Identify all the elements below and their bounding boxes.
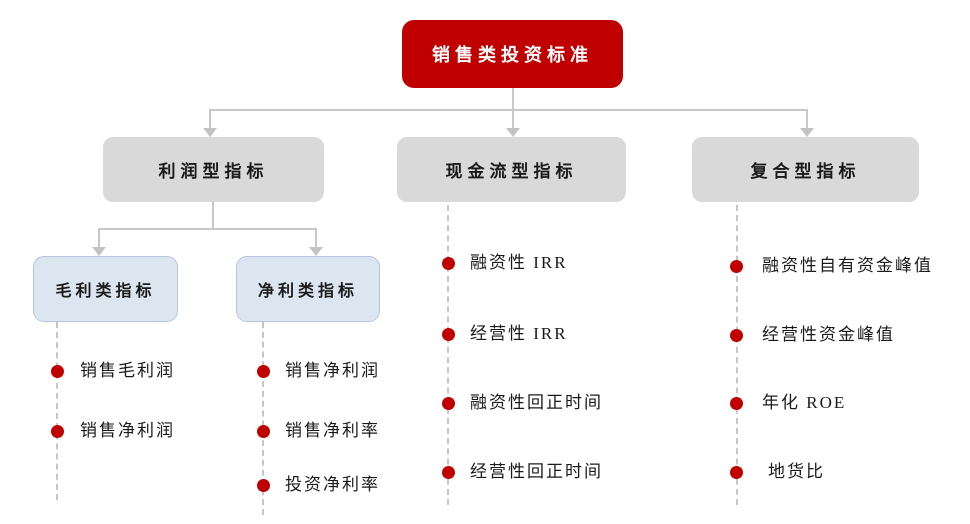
connector-drop-right — [806, 109, 808, 129]
item-label: 经营性回正时间 — [470, 462, 603, 481]
root-node: 销售类投资标准 — [402, 20, 623, 88]
connector-drop-left — [209, 109, 211, 129]
arrow-down-icon — [800, 128, 814, 137]
branch-label: 利润型指标 — [158, 162, 269, 181]
dashed-connector-line — [736, 205, 738, 505]
branch-label: 现金流型指标 — [445, 162, 578, 181]
bullet-icon — [51, 365, 64, 378]
arrow-down-icon — [203, 128, 217, 137]
sub-node-net-profit: 净利类指标 — [236, 256, 380, 322]
item-label: 融资性回正时间 — [470, 393, 603, 412]
arrow-down-icon — [506, 128, 520, 137]
bullet-icon — [730, 466, 743, 479]
connector-root-stem — [512, 88, 514, 111]
connector-profit-crossbar — [99, 228, 317, 230]
arrow-down-icon — [92, 247, 106, 256]
bullet-icon — [442, 328, 455, 341]
sub-node-label: 净利类指标 — [257, 283, 358, 300]
dashed-connector-line — [447, 205, 449, 505]
connector-drop-net — [315, 228, 317, 248]
item-label: 投资净利率 — [285, 475, 380, 494]
branch-node-profit: 利润型指标 — [103, 137, 324, 202]
item-label: 融资性自有资金峰值 — [762, 256, 933, 275]
item-label: 销售净利润 — [80, 421, 175, 440]
connector-profit-stem — [212, 202, 214, 230]
branch-node-composite: 复合型指标 — [692, 137, 919, 202]
bullet-icon — [442, 397, 455, 410]
bullet-icon — [442, 466, 455, 479]
dashed-connector-line — [56, 322, 58, 500]
bullet-icon — [257, 425, 270, 438]
connector-drop-center — [512, 109, 514, 129]
connector-root-crossbar — [210, 109, 808, 111]
bullet-icon — [730, 397, 743, 410]
branch-node-cashflow: 现金流型指标 — [397, 137, 626, 202]
sub-node-label: 毛利类指标 — [55, 283, 156, 300]
item-label: 销售净利率 — [285, 421, 380, 440]
arrow-down-icon — [309, 247, 323, 256]
item-label: 经营性资金峰值 — [762, 325, 895, 344]
bullet-icon — [257, 365, 270, 378]
bullet-icon — [257, 479, 270, 492]
bullet-icon — [730, 329, 743, 342]
root-label: 销售类投资标准 — [432, 45, 593, 65]
connector-drop-gross — [98, 228, 100, 248]
branch-label: 复合型指标 — [750, 162, 861, 181]
item-label: 销售净利润 — [285, 361, 380, 380]
dashed-connector-line — [262, 322, 264, 515]
bullet-icon — [51, 425, 64, 438]
item-label: 销售毛利润 — [80, 361, 175, 380]
sub-node-gross-profit: 毛利类指标 — [33, 256, 178, 322]
bullet-icon — [730, 260, 743, 273]
item-label: 经营性 IRR — [470, 324, 568, 343]
bullet-icon — [442, 257, 455, 270]
item-label: 年化 ROE — [762, 393, 847, 412]
item-label: 融资性 IRR — [470, 253, 568, 272]
item-label: 地货比 — [768, 462, 825, 481]
